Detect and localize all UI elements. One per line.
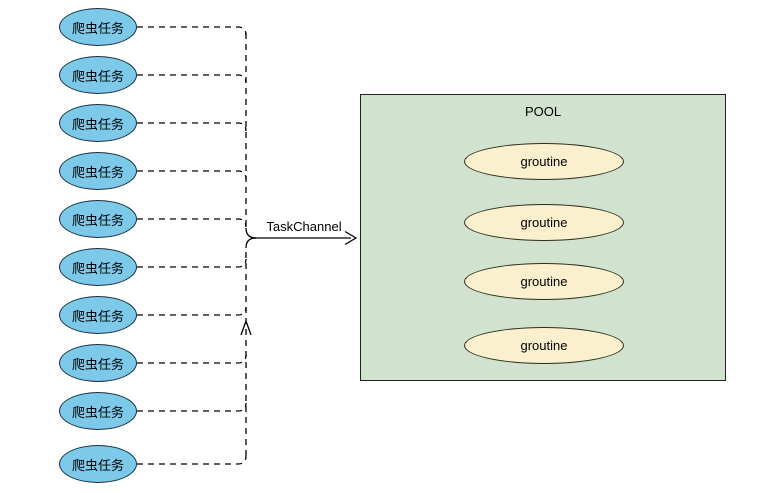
worker-node: groutine: [464, 204, 624, 241]
task-connector-line: [137, 122, 247, 132]
worker-node-label: groutine: [520, 338, 568, 353]
task-node: 爬虫任务: [59, 200, 137, 238]
task-connector-line: [137, 455, 247, 465]
task-node-label: 爬虫任务: [71, 404, 124, 420]
task-node-label: 爬虫任务: [71, 164, 124, 180]
task-node: 爬虫任务: [59, 344, 137, 382]
task-node: 爬虫任务: [59, 56, 137, 94]
task-channel-arrowhead: [344, 230, 358, 246]
task-node: 爬虫任务: [59, 8, 137, 46]
task-node-label: 爬虫任务: [71, 212, 124, 228]
worker-node-label: groutine: [520, 154, 568, 169]
task-node-label: 爬虫任务: [71, 116, 124, 132]
worker-node: groutine: [464, 327, 624, 364]
task-node: 爬虫任务: [59, 392, 137, 430]
worker-node-label: groutine: [520, 215, 568, 230]
task-connector-line: [137, 74, 247, 84]
task-node-label: 爬虫任务: [71, 260, 124, 276]
task-connector-line: [137, 402, 247, 412]
pool-container: POOL groutine groutine groutine groutine: [360, 94, 726, 381]
task-node: 爬虫任务: [59, 296, 137, 334]
task-node: 爬虫任务: [59, 248, 137, 286]
task-node-label: 爬虫任务: [71, 356, 124, 372]
task-connector-line: [137, 258, 247, 268]
task-node: 爬虫任务: [59, 445, 137, 483]
task-connector-line: [137, 218, 247, 228]
task-connector-line: [137, 354, 247, 364]
task-node-label: 爬虫任务: [71, 457, 124, 473]
worker-node: groutine: [464, 263, 624, 300]
pool-title: POOL: [524, 104, 562, 119]
worker-node: groutine: [464, 143, 624, 180]
worker-node-label: groutine: [520, 274, 568, 289]
task-connector-line: [137, 306, 247, 316]
task-node-label: 爬虫任务: [71, 20, 124, 36]
task-connector-line: [137, 170, 247, 180]
task-node: 爬虫任务: [59, 152, 137, 190]
task-node-label: 爬虫任务: [71, 68, 124, 84]
task-channel-label: TaskChannel: [266, 219, 342, 234]
junction-curve: [245, 237, 257, 249]
task-node: 爬虫任务: [59, 104, 137, 142]
task-connector-line: [137, 26, 247, 36]
up-arrowhead: [240, 319, 252, 336]
task-node-label: 爬虫任务: [71, 308, 124, 324]
